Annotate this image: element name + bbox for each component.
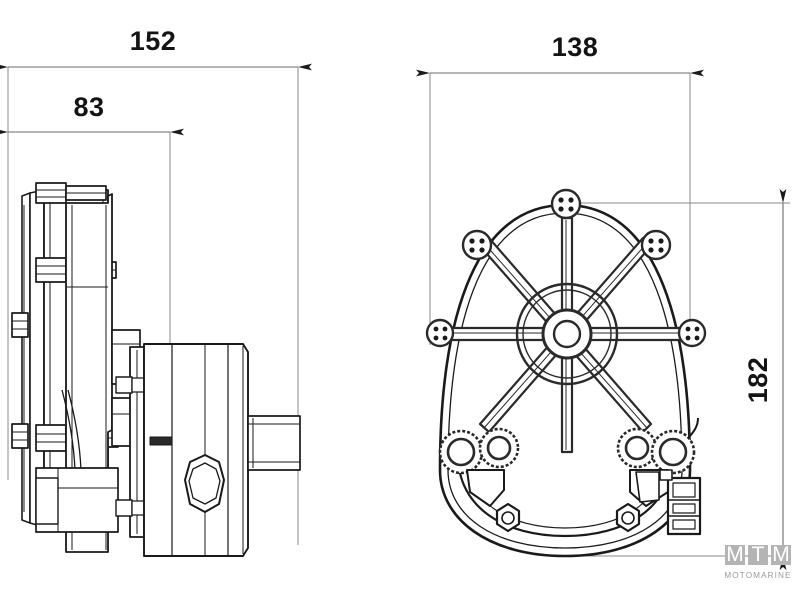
mounting-flange-plate [115,346,145,538]
dimension-value-83: 83 [73,92,104,122]
watermark-letter-m2: M [772,543,790,566]
hex-bolt-left [495,502,521,533]
bottom-hex-bolts [495,502,641,533]
lower-boss-outer-left [438,429,484,475]
boss-mid-right [677,318,707,348]
watermark-tagline: MOTOMARINE [724,571,791,580]
rear-terminal-boss [11,312,29,449]
watermark-letter-m1: M [726,543,744,566]
motor-lead-wires [61,389,82,471]
boss-top [550,188,582,220]
connector-lead [687,417,699,439]
lower-mounting-block [35,467,119,533]
through-bolt-upper [35,182,107,204]
shaft-hex-nut [184,454,225,513]
electrical-connector-block [659,469,702,536]
lower-boss-outer-right [650,429,696,475]
lower-boss-inner-right [616,427,658,469]
dimension-value-138: 138 [552,32,599,62]
side-elevation-view [11,182,301,557]
lower-boss-inner-left [478,427,520,469]
dimension-overall-width: 138 [416,32,704,345]
output-shaft [247,415,301,471]
rim-mounting-bosses [425,188,707,348]
dimension-overall-length: 152 [0,26,312,545]
watermark-letter-t: T [752,543,765,566]
lower-ring-bosses [438,427,696,475]
shaft-keyway [149,436,173,446]
watermark-mtm-motomarine: M T M MOTOMARINE [724,543,791,580]
front-elevation-view [425,188,707,558]
center-hub [515,282,619,386]
gear-head-cover [143,343,249,557]
boss-upper-right [640,229,672,261]
boss-upper-left [461,229,493,261]
boss-mid-left [425,318,455,348]
dimension-value-182: 182 [743,357,773,404]
dimension-value-152: 152 [130,26,177,56]
hex-bolt-right [615,502,641,533]
bottom-bracket-plates [466,469,669,507]
